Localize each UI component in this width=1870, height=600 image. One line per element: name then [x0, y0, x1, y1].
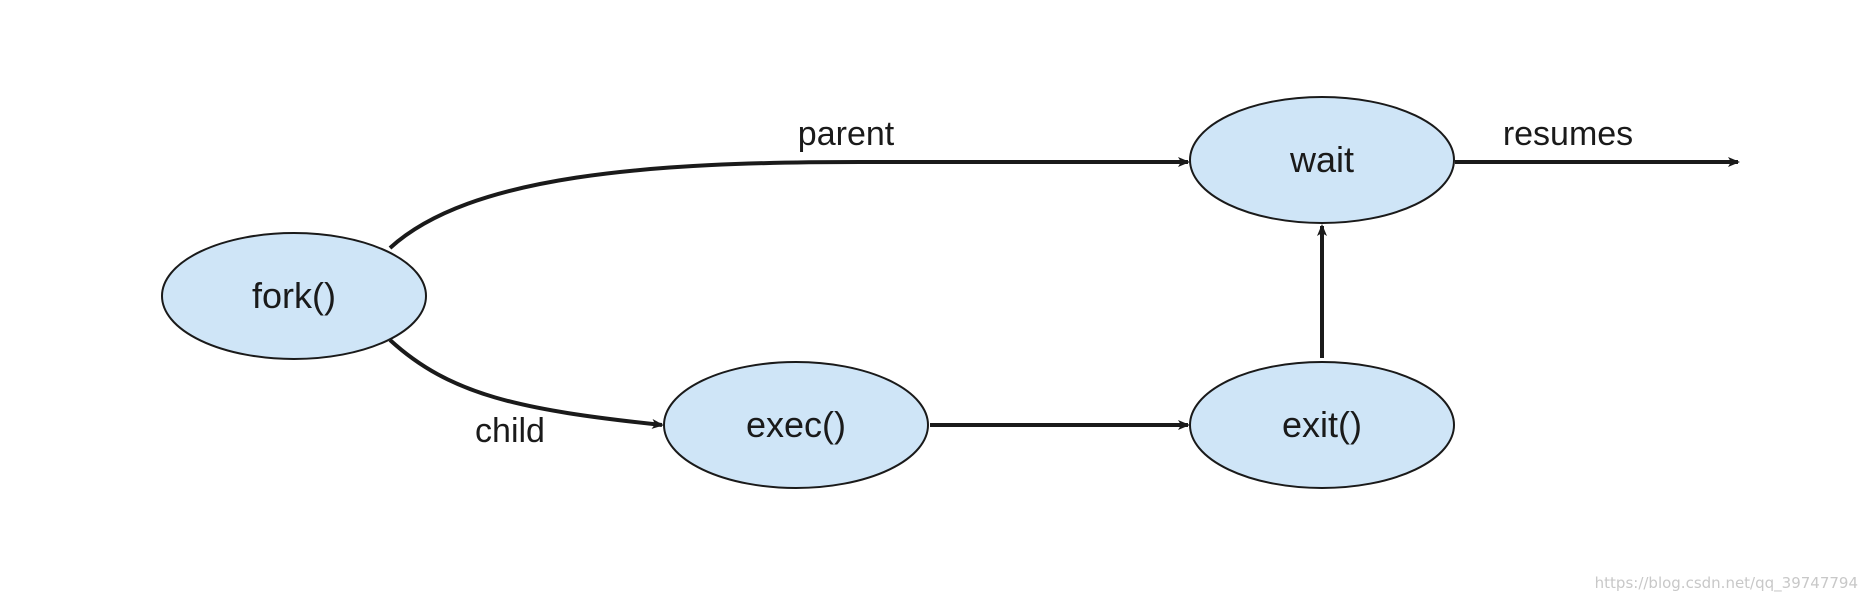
edge-child: [388, 338, 664, 429]
watermark: https://blog.csdn.net/qq_39747794: [1594, 574, 1858, 592]
node-exit-label: exit(): [1282, 404, 1362, 445]
node-wait: wait: [1189, 96, 1455, 224]
node-fork-label: fork(): [252, 275, 336, 316]
node-fork: fork(): [161, 232, 427, 360]
edge-label-parent: parent: [798, 115, 895, 153]
node-wait-label: wait: [1289, 139, 1354, 180]
edge-label-child: child: [475, 412, 545, 450]
edge-parent: [388, 157, 1190, 250]
node-exit: exit(): [1189, 361, 1455, 489]
node-exec: exec(): [663, 361, 929, 489]
node-exec-label: exec(): [746, 404, 846, 445]
edge-label-resumes: resumes: [1503, 115, 1633, 153]
